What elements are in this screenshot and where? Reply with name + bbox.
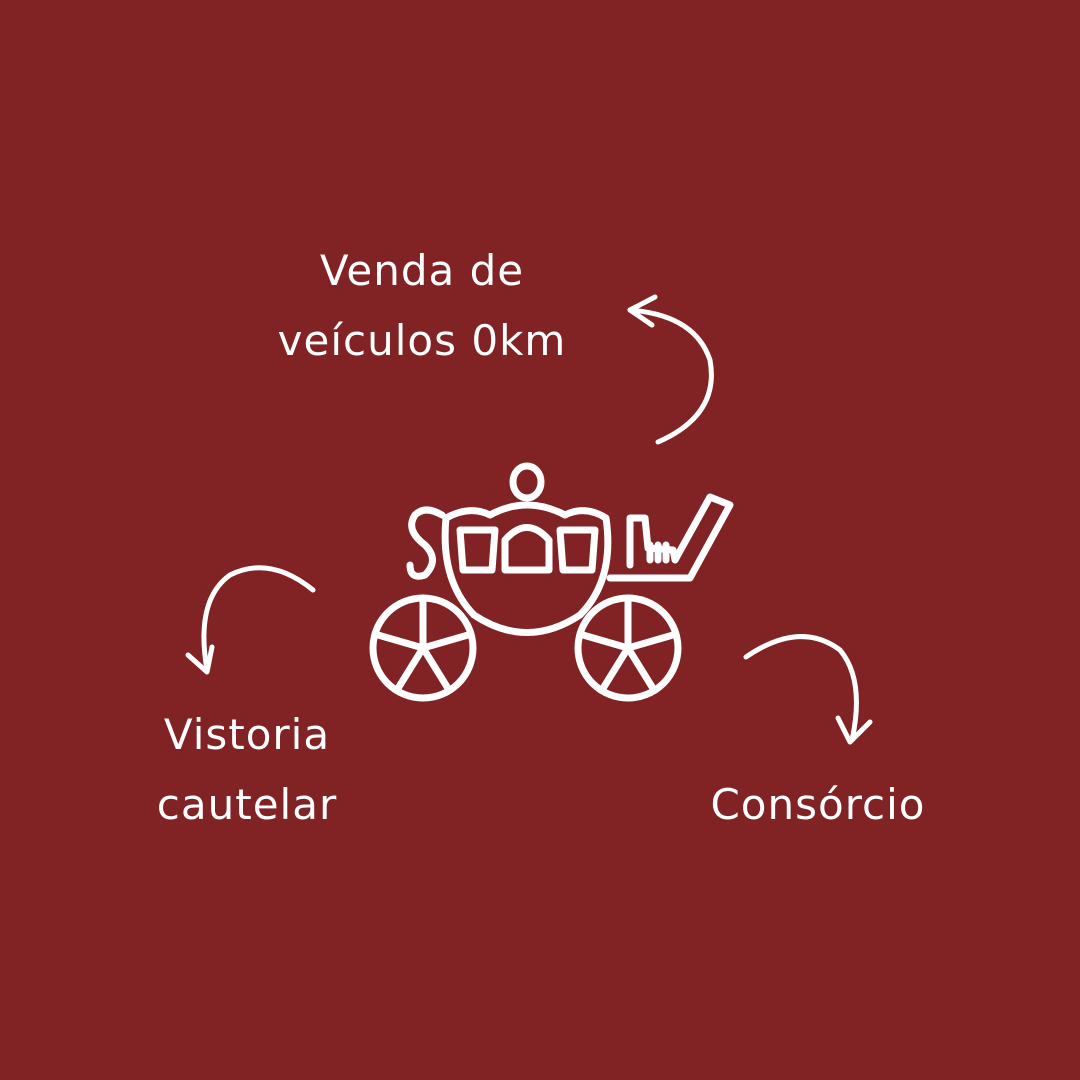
- label-consorcio: Consórcio: [668, 770, 968, 840]
- label-line: Vistoria: [163, 710, 331, 759]
- arrow-to-consorcio: [743, 634, 873, 745]
- arrow-to-venda: [627, 294, 714, 445]
- label-line: Consórcio: [710, 780, 926, 829]
- label-vistoria-cautelar: Vistoria cautelar: [97, 700, 397, 840]
- label-line: cautelar: [156, 780, 338, 829]
- arrow-to-vistoria: [185, 565, 316, 675]
- label-line: veículos 0km: [277, 316, 567, 365]
- wheel-spokes: [374, 594, 677, 694]
- carriage-icon: [369, 462, 734, 702]
- label-line: Venda de: [319, 246, 525, 295]
- label-venda-veiculos: Venda de veículos 0km: [222, 236, 622, 376]
